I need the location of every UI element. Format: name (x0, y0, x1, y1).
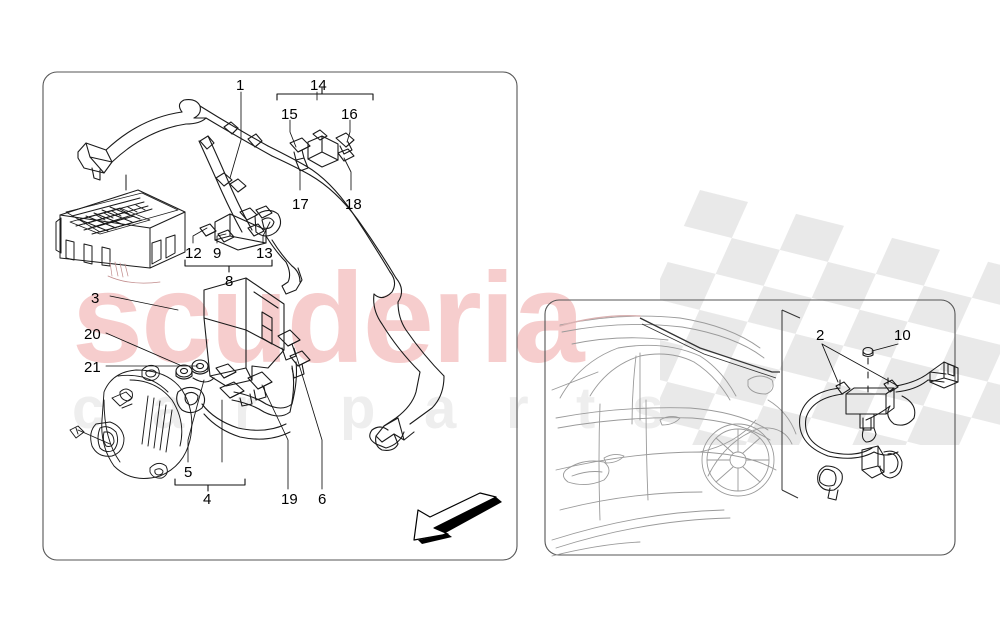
battery-terminal-cable (369, 426, 405, 449)
callout-6: 6 (318, 491, 327, 508)
positive-cable-run (77, 99, 445, 451)
callout-8: 8 (225, 273, 234, 290)
callout-12: 12 (185, 245, 202, 262)
alternator-component (69, 364, 193, 479)
callout-3: 3 (91, 290, 100, 307)
callout-17: 17 (292, 196, 309, 213)
ground-cable-run (176, 329, 311, 440)
callout-20: 20 (84, 326, 101, 343)
callout-10: 10 (894, 327, 911, 344)
leader-lines-main (105, 91, 352, 490)
battery-cover-component (203, 277, 285, 387)
vehicle-silhouette-shape (551, 315, 797, 557)
panel-main-frame (42, 71, 518, 561)
harness-detail-shape (799, 343, 959, 501)
callout-15: 15 (281, 106, 298, 123)
callout-4: 4 (203, 491, 212, 508)
callout-1: 1 (236, 77, 245, 94)
fuse-box-component (55, 174, 186, 284)
direction-arrow-shape (413, 492, 502, 544)
callout-18: 18 (345, 196, 362, 213)
callout-9: 9 (213, 245, 222, 262)
callout-5: 5 (184, 464, 193, 481)
secondary-cable-branch (198, 135, 303, 295)
panel-detail-frame (544, 299, 956, 556)
callout-19: 19 (281, 491, 298, 508)
dimension-brackets (174, 87, 374, 492)
callout-13: 13 (256, 245, 273, 262)
callout-16: 16 (341, 106, 358, 123)
relay-cluster-14 (289, 129, 355, 172)
callout-21: 21 (84, 359, 101, 376)
callout-14: 14 (310, 77, 327, 94)
callout-2: 2 (816, 327, 825, 344)
